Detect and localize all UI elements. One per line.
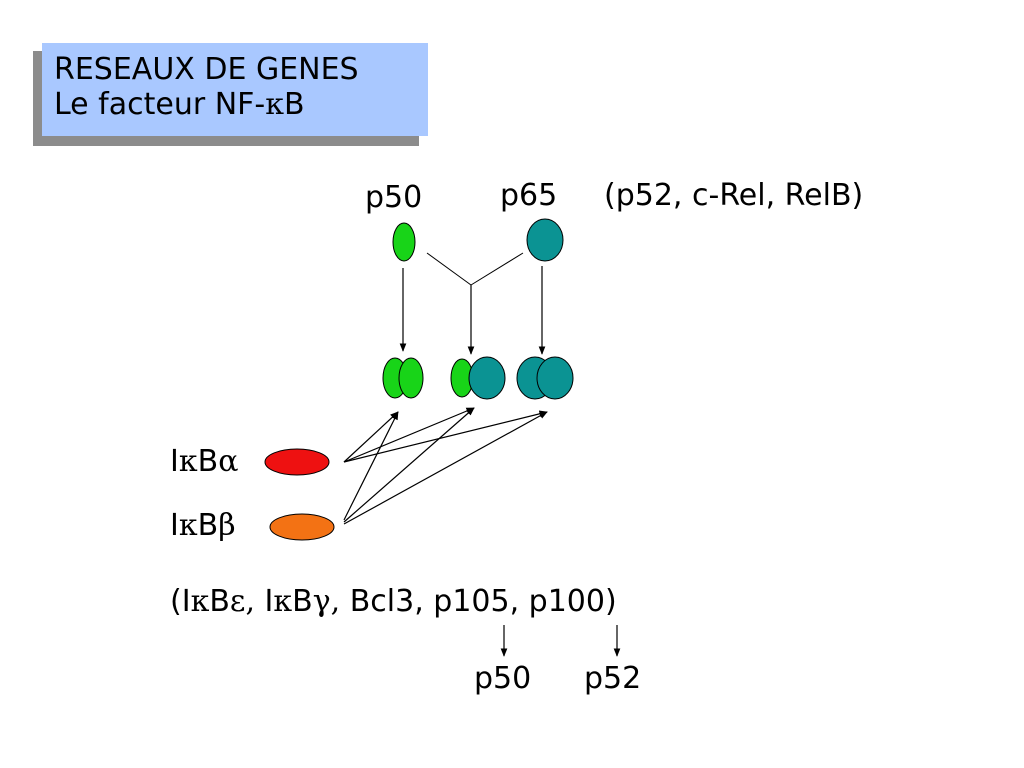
others-open: (I [170,584,191,619]
ikba-kappa: κ [178,444,198,479]
ikba-i: I [170,444,179,479]
ikbb-i: I [170,508,179,543]
kappa-symbol: κ [265,87,284,122]
ikbb-shape [269,513,335,541]
others-b-2: B [292,584,313,619]
p65-subunit-shape [526,218,564,262]
others-rest: Bcl3, p105, p100) [340,584,617,619]
others-kappa-2: κ [273,584,293,619]
title-line-1: RESEAUX DE GENES [54,52,359,87]
product-p50-label: p50 [474,661,532,696]
others-epsilon: ε, [229,584,255,619]
others-b-1: B [209,584,230,619]
p50-p65-dimer [450,356,506,400]
ikbb-b: B [197,508,219,543]
p65-label: p65 [500,178,558,213]
other-subunits-label: (p52, c-Rel, RelB) [604,178,864,213]
ikba-arrows [343,407,548,463]
others-kappa-1: κ [190,584,210,619]
title-box: RESEAUX DE GENES Le facteur NF-κB [42,43,428,136]
ikba-shape [264,448,330,476]
join-line-left [426,252,472,286]
others-gamma: γ, [312,584,341,619]
p50-subunit-shape [392,222,416,262]
other-inhibitors-label: (IκBε, IκBγ, Bcl3, p105, p100) [170,584,617,620]
others-i-2: I [254,584,274,619]
p65-p65-dimer [516,356,574,400]
join-line-right [470,252,524,286]
ikbb-beta: β [218,508,236,543]
product-p52-label: p52 [584,661,642,696]
p50-p50-dimer [382,357,424,399]
ikbb-arrows [343,407,548,525]
title-line-2-text: Le facteur NF- [54,87,266,122]
title-line-2: Le facteur NF-κB [54,87,428,122]
ikbb-kappa: κ [178,508,198,543]
p50-label: p50 [365,180,423,215]
ikba-b: B [197,444,219,479]
title-line-2-suffix: B [284,87,305,122]
ikbb-label: IκBβ [170,508,236,544]
ikba-alpha: α [218,444,239,479]
ikba-label: IκBα [170,444,238,480]
